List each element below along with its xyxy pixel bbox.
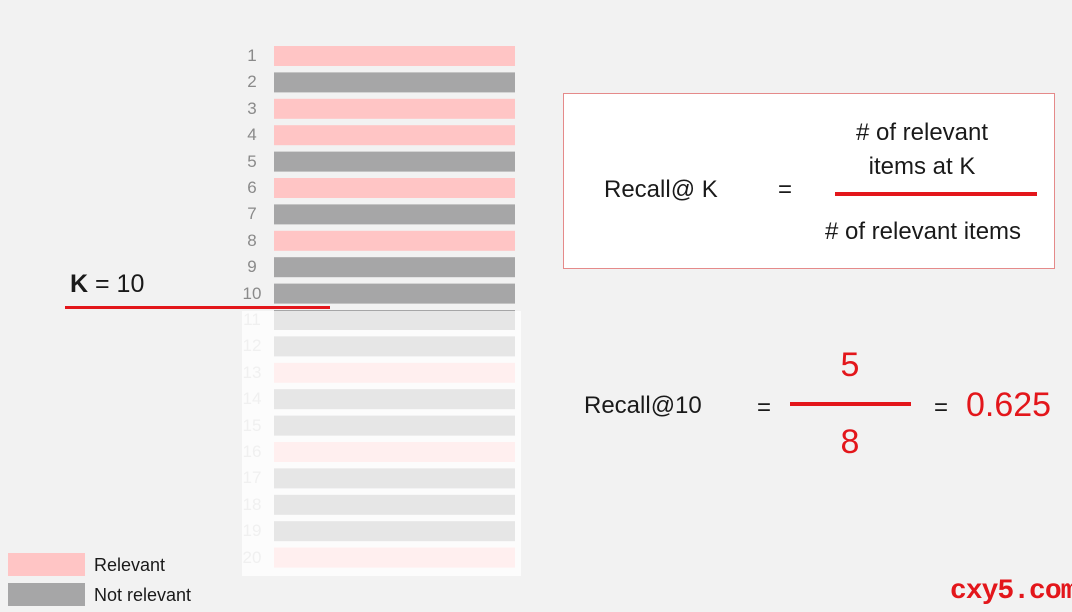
rank-bar-20 (274, 547, 515, 568)
rank-bar-9 (274, 257, 515, 278)
rank-bar-19 (274, 521, 515, 542)
rank-number-4: 4 (247, 125, 257, 145)
rank-bar-11 (274, 310, 515, 330)
formula-numerator-line1: # of relevant (855, 119, 989, 146)
rank-number-5: 5 (247, 151, 257, 171)
formula-numerator: # of relevant items at K (822, 116, 1022, 184)
rank-number-2: 2 (247, 72, 257, 92)
rank-number-1: 1 (247, 46, 257, 65)
rank-number-10: 10 (242, 283, 262, 303)
rank-bar-7 (274, 204, 515, 225)
rank-bar-15 (274, 415, 515, 436)
rank-bar-8 (274, 230, 515, 251)
rank-number-15: 15 (242, 415, 262, 435)
formula-denominator: # of relevant items (824, 218, 1022, 245)
rank-bar-17 (274, 468, 515, 489)
rank-number-3: 3 (247, 98, 257, 118)
example-equals-2: = (934, 394, 949, 421)
recall-formula-box: Recall@ K = # of relevant items at K # o… (563, 93, 1055, 269)
rank-bar-18 (274, 494, 515, 515)
rank-number-18: 18 (242, 494, 262, 514)
formula-fraction-bar (835, 192, 1037, 196)
rank-number-20: 20 (242, 547, 262, 567)
formula-numerator-line2: items at K (868, 153, 976, 180)
k-cutoff-label: K = 10 (70, 270, 144, 299)
rank-bar-2 (274, 72, 515, 93)
legend-swatch-not-relevant (8, 583, 85, 606)
rank-number-6: 6 (247, 178, 257, 197)
example-numerator: 5 (840, 346, 860, 384)
rank-number-9: 9 (247, 257, 257, 277)
rank-bar-1 (274, 46, 515, 66)
formula-equals: = (778, 176, 793, 203)
rank-number-19: 19 (242, 521, 262, 541)
rank-number-7: 7 (247, 204, 257, 224)
legend-label-relevant: Relevant (94, 555, 166, 575)
example-denominator: 8 (840, 423, 860, 461)
rank-bar-10 (274, 283, 515, 304)
watermark: cxy5.com (950, 576, 1072, 607)
formula-lhs: Recall@ K (604, 176, 718, 203)
rank-number-8: 8 (247, 230, 257, 250)
example-lhs: Recall@10 (584, 392, 702, 419)
rank-bar-16 (274, 442, 515, 462)
rank-number-14: 14 (242, 389, 262, 409)
rank-number-12: 12 (242, 336, 262, 356)
rank-bar-3 (274, 98, 515, 119)
example-result: 0.625 (966, 386, 1052, 424)
rank-number-16: 16 (242, 442, 262, 461)
rank-number-11: 11 (243, 310, 261, 329)
k-value: = 10 (88, 270, 145, 298)
legend-label-not-relevant: Not relevant (94, 585, 192, 605)
rank-number-17: 17 (242, 468, 262, 488)
k-cutoff-line (65, 306, 330, 309)
rank-bar-4 (274, 125, 515, 146)
rank-number-13: 13 (242, 362, 262, 382)
k-symbol: K (70, 270, 89, 298)
example-fraction-bar (790, 402, 911, 406)
rank-bar-12 (274, 336, 515, 357)
rank-bar-13 (274, 362, 515, 383)
rank-bar-14 (274, 389, 515, 410)
rank-bar-5 (274, 151, 515, 172)
example-equals-1: = (757, 394, 772, 421)
rank-bar-6 (274, 178, 515, 198)
legend-swatch-relevant (8, 553, 85, 576)
